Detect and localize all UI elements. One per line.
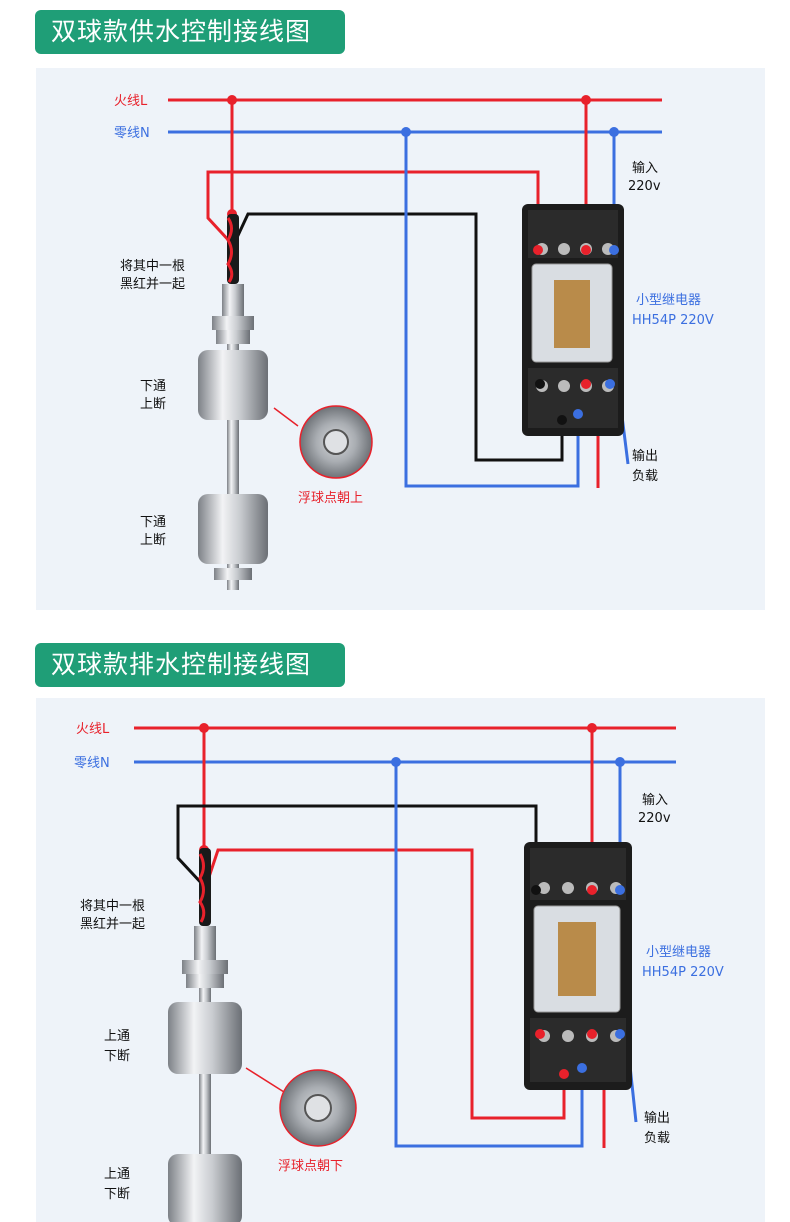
red-control-wire (206, 170, 540, 250)
wiring-note: 黑红并一起 (120, 276, 185, 292)
callout-line (273, 407, 299, 427)
float-state-label: 下通 (140, 379, 166, 394)
wiring-diagram-supply-svg: 火线L 零线N 输入 220v 小型继电器 HH54P 220V 输出 负载 将… (114, 94, 714, 590)
diagram-title-supply: 双球款供水控制接线图 (35, 10, 345, 54)
float-dot-icon (323, 429, 349, 455)
terminal-dot (609, 245, 619, 255)
relay-terminal-bottom (530, 1018, 626, 1082)
relay-label: 小型继电器 (646, 945, 711, 960)
float-state-label: 上断 (140, 397, 166, 412)
terminal-screw (562, 1030, 574, 1042)
live-label: 火线L (76, 722, 110, 737)
terminal-dot (587, 885, 597, 895)
float-switch-nut (182, 960, 228, 974)
relay-model-label: HH54P 220V (632, 313, 714, 328)
terminal-screw (558, 380, 570, 392)
black-control-wire (232, 212, 564, 462)
input-voltage-label: 220v (628, 179, 661, 194)
live-label: 火线L (114, 94, 148, 109)
wiring-note: 将其中一根 (80, 899, 145, 914)
float-ball-lower (198, 494, 268, 564)
callout-label: 浮球点朝下 (278, 1159, 343, 1174)
float-state-label: 上断 (140, 533, 166, 548)
float-state-label: 上通 (104, 1167, 130, 1182)
neutral-to-output (394, 762, 584, 1148)
input-label: 输入 (632, 160, 658, 176)
terminal-dot (605, 379, 615, 389)
float-ball-lower (168, 1154, 242, 1222)
terminal-dot (533, 245, 543, 255)
relay-model-label: HH54P 220V (642, 965, 724, 980)
terminal-dot (573, 409, 583, 419)
float-ball-upper (168, 1002, 242, 1074)
diagram-title-drain: 双球款排水控制接线图 (35, 643, 345, 687)
terminal-dot (615, 1029, 625, 1039)
neutral-to-output (404, 132, 580, 488)
relay-label: 小型继电器 (636, 293, 701, 308)
wiring-diagram-supply: 火线L 零线N 输入 220v 小型继电器 HH54P 220V 输出 负载 将… (36, 68, 765, 610)
terminal-screw (558, 243, 570, 255)
red-control-wire (204, 848, 566, 1120)
float-dot-icon (304, 1094, 332, 1122)
callout-label: 浮球点朝上 (298, 491, 363, 506)
float-switch-nut (216, 330, 250, 344)
float-stopper (214, 568, 252, 580)
terminal-dot (581, 245, 591, 255)
terminal-dot (587, 1029, 597, 1039)
terminal-screw (538, 882, 550, 894)
float-ball-upper (198, 350, 268, 420)
wiring-diagram-drain-svg: 火线L 零线N 输入 220v 小型继电器 HH54P 220V 输出 负载 将… (74, 722, 724, 1222)
terminal-dot (615, 885, 625, 895)
relay-coil (554, 280, 590, 348)
callout-line (245, 1067, 285, 1093)
input-label: 输入 (642, 792, 668, 808)
float-switch-head (194, 926, 216, 960)
float-state-label: 下通 (140, 515, 166, 530)
wiring-diagram-drain: 火线L 零线N 输入 220v 小型继电器 HH54P 220V 输出 负载 将… (36, 698, 765, 1222)
relay-terminal-bottom (528, 368, 618, 428)
terminal-dot (557, 415, 567, 425)
terminal-dot (577, 1063, 587, 1073)
terminal-dot (559, 1069, 569, 1079)
float-state-label: 上通 (104, 1029, 130, 1044)
load-label: 负载 (632, 469, 658, 484)
terminal-dot (531, 885, 541, 895)
input-voltage-label: 220v (638, 811, 671, 826)
terminal-dot (581, 379, 591, 389)
neutral-label: 零线N (114, 126, 150, 141)
float-state-label: 下断 (104, 1049, 130, 1064)
terminal-dot (535, 379, 545, 389)
output-label: 输出 (632, 448, 658, 464)
black-control-wire (176, 804, 538, 890)
terminal-dot (535, 1029, 545, 1039)
float-state-label: 下断 (104, 1187, 130, 1202)
float-switch-nut (212, 316, 254, 330)
terminal-screw (562, 882, 574, 894)
load-label: 负载 (644, 1131, 670, 1146)
wiring-note: 黑红并一起 (80, 916, 145, 932)
output-label: 输出 (644, 1110, 670, 1126)
relay-coil (558, 922, 596, 996)
neutral-label: 零线N (74, 756, 110, 771)
float-switch-nut (186, 974, 224, 988)
float-switch-head (222, 284, 244, 316)
wiring-note: 将其中一根 (120, 259, 185, 274)
